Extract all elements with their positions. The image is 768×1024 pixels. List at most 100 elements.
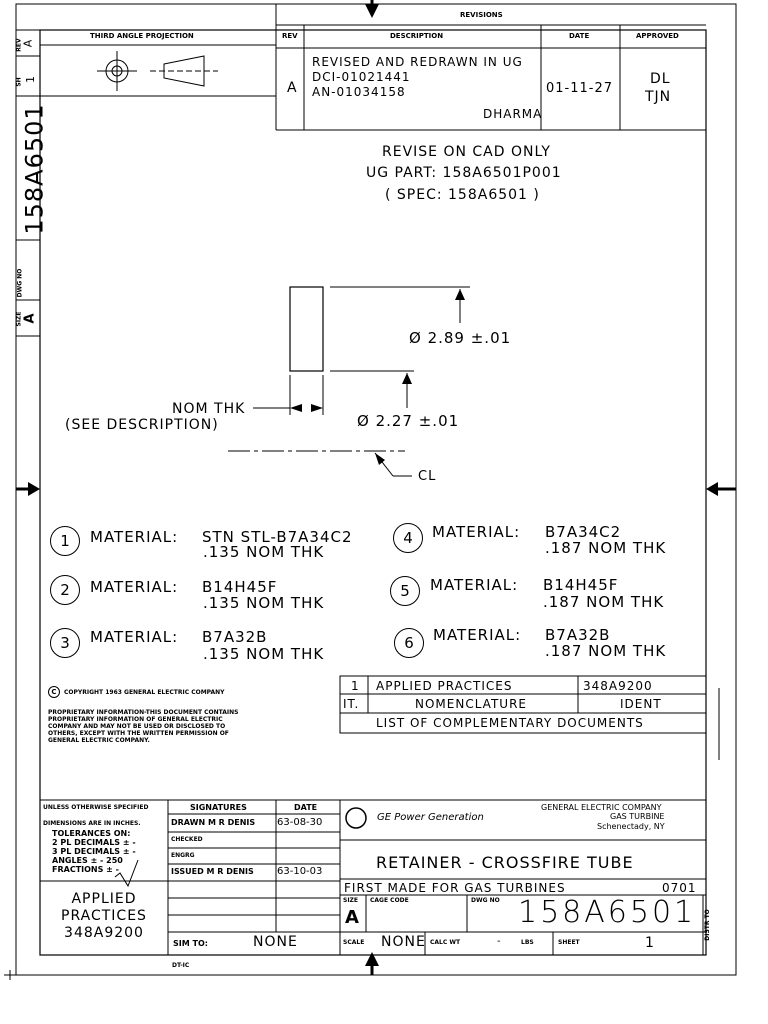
lbs-label: LBS xyxy=(521,939,534,946)
comp-hdr-it: IT. xyxy=(343,697,360,711)
material-5-label: MATERIAL: xyxy=(430,576,519,594)
tb-dwg-no-label: DWG NO xyxy=(471,897,500,904)
comp-row-num: 1 xyxy=(351,679,360,693)
revision-date: 01-11-27 xyxy=(546,81,614,96)
material-6-thk: .187 NOM THK xyxy=(545,642,667,660)
scale-value: NONE xyxy=(381,934,426,950)
signatures-header: SIGNATURES xyxy=(190,803,247,812)
first-made-code: 0701 xyxy=(662,881,697,895)
dim-outer-diameter: Ø 2.89 ±.01 xyxy=(409,329,512,347)
approved-col-header: APPROVED xyxy=(636,32,679,40)
sig-engrg: ENGRG xyxy=(171,852,195,859)
side-dwg-no-label: DWG NO xyxy=(16,268,24,298)
tol-angles: ANGLES ± - 250 xyxy=(52,856,123,865)
note-ug-part: UG PART: 158A6501P001 xyxy=(366,165,562,181)
copyright-symbol: C xyxy=(48,686,60,698)
company-location: Schenectady, NY xyxy=(597,822,665,831)
material-1-label: MATERIAL: xyxy=(90,528,179,546)
tol-2pl: 2 PL DECIMALS ± - xyxy=(52,838,136,847)
tb-size-label: SIZE xyxy=(343,897,359,904)
tol-unless: UNLESS OTHERWISE SPECIFIED xyxy=(43,804,149,811)
ge-power-generation: GE Power Generation xyxy=(377,812,484,823)
material-1-code: STN STL-B7A34C2 xyxy=(202,528,353,546)
revision-desc-line1: REVISED AND REDRAWN IN UG xyxy=(312,55,523,69)
revision-desc-line2: DCI-01021441 xyxy=(312,70,411,84)
material-5-number: 5 xyxy=(390,576,420,606)
revision-letter: A xyxy=(287,80,298,96)
note-revise-on-cad: REVISE ON CAD ONLY xyxy=(382,144,551,160)
applied-practices-3: 348A9200 xyxy=(64,925,144,941)
tol-3pl: 3 PL DECIMALS ± - xyxy=(52,847,136,856)
proprietary-line2: PROPRIETARY INFORMATION OF GENERAL ELECT… xyxy=(48,716,223,723)
side-rev-value: A xyxy=(21,39,35,48)
material-2-number: 2 xyxy=(50,575,80,605)
revision-approved-1: DL xyxy=(650,71,671,87)
material-1-number: 1 xyxy=(50,526,80,556)
material-3-code: B7A32B xyxy=(202,628,268,646)
note-spec: ( SPEC: 158A6501 ) xyxy=(385,187,540,203)
applied-practices-2: PRACTICES xyxy=(61,908,147,924)
cage-code-label: CAGE CODE xyxy=(370,897,409,904)
material-2-label: MATERIAL: xyxy=(90,578,179,596)
material-5-code: B14H45F xyxy=(543,576,619,594)
tol-fractions: FRACTIONS ± - xyxy=(52,865,119,874)
sig-checked: CHECKED xyxy=(171,836,203,843)
calc-wt-value: - xyxy=(497,936,501,947)
applied-practices-1: APPLIED xyxy=(71,891,137,907)
first-made-for: FIRST MADE FOR GAS TURBINES xyxy=(344,881,566,895)
tol-dims: DIMENSIONS ARE IN INCHES. xyxy=(43,820,141,827)
material-4-label: MATERIAL: xyxy=(432,523,521,541)
sheet-value: 1 xyxy=(645,935,655,951)
sig-drawn: DRAWN M R DENIS xyxy=(171,818,256,827)
date-col-header: DATE xyxy=(569,32,590,40)
comp-title: LIST OF COMPLEMENTARY DOCUMENTS xyxy=(376,716,644,730)
material-3-label: MATERIAL: xyxy=(90,628,179,646)
sim-to-value: NONE xyxy=(253,934,298,950)
sig-issued-date: 63-10-03 xyxy=(277,866,323,877)
comp-row-ident: 348A9200 xyxy=(583,679,653,693)
revision-desc-line3: AN-01034158 xyxy=(312,85,406,99)
proprietary-line3: COMPANY AND MAY NOT BE USED OR DISCLOSED… xyxy=(48,723,226,730)
material-6-code: B7A32B xyxy=(545,626,611,644)
side-dwg-number: 158A6501 xyxy=(20,103,49,235)
material-4-thk: .187 NOM THK xyxy=(545,539,667,557)
material-6-label: MATERIAL: xyxy=(433,626,522,644)
dim-inner-diameter: Ø 2.27 ±.01 xyxy=(357,412,460,430)
material-2-code: B14H45F xyxy=(202,578,278,596)
dim-see-description: (SEE DESCRIPTION) xyxy=(65,417,219,433)
proprietary-line5: GENERAL ELECTRIC COMPANY. xyxy=(48,737,150,744)
company-name: GENERAL ELECTRIC COMPANY xyxy=(541,803,662,812)
material-4-number: 4 xyxy=(393,523,423,553)
description-col-header: DESCRIPTION xyxy=(390,32,444,40)
projection-label: THIRD ANGLE PROJECTION xyxy=(90,32,194,40)
drawing-title: RETAINER - CROSSFIRE TUBE xyxy=(376,853,634,872)
material-6-number: 6 xyxy=(394,628,424,658)
sheet-label: SHEET xyxy=(558,939,580,946)
material-4-code: B7A34C2 xyxy=(545,523,622,541)
rev-col-header: REV xyxy=(282,32,298,40)
side-sh-label: SH xyxy=(15,77,23,87)
revisions-header: REVISIONS xyxy=(460,11,503,19)
material-1-thk: .135 NOM THK xyxy=(203,543,325,561)
centerline-label: CL xyxy=(418,469,437,484)
distr-to: DISTR TO xyxy=(703,909,711,941)
sig-drawn-date: 63-08-30 xyxy=(277,817,323,828)
side-sh-value: 1 xyxy=(24,76,37,83)
copyright-line: COPYRIGHT 1963 GENERAL ELECTRIC COMPANY xyxy=(64,689,225,696)
dim-nom-thk: NOM THK xyxy=(172,401,246,417)
material-3-number: 3 xyxy=(50,628,80,658)
comp-hdr-ident: IDENT xyxy=(620,697,662,711)
sim-to-label: SIM TO: xyxy=(173,939,208,948)
comp-row-name: APPLIED PRACTICES xyxy=(376,679,513,693)
calc-wt-label: CALC WT xyxy=(430,939,461,946)
proprietary-line1: PROPRIETARY INFORMATION-THIS DOCUMENT CO… xyxy=(48,709,239,716)
side-size-value: A xyxy=(22,313,38,324)
sig-issued: ISSUED M R DENIS xyxy=(171,867,254,876)
revision-approved-2: TJN xyxy=(645,89,672,105)
company-division: GAS TURBINE xyxy=(610,812,665,821)
comp-hdr-nomenclature: NOMENCLATURE xyxy=(415,697,527,711)
proprietary-line4: OTHERS, EXCEPT WITH THE WRITTEN PERMISSI… xyxy=(48,730,229,737)
scale-label: SCALE xyxy=(343,939,365,946)
tb-size-value: A xyxy=(345,907,359,928)
